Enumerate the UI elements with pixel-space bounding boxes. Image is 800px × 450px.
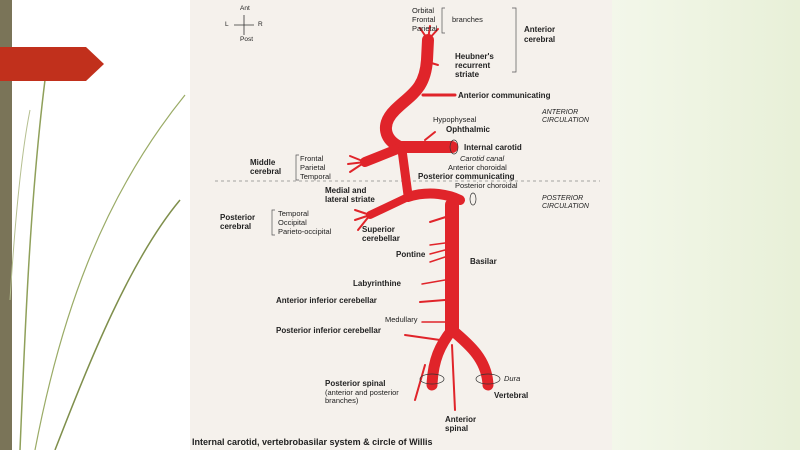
artery-diagram [215, 7, 600, 411]
compass-west: L [225, 21, 229, 28]
label-branches: branches [452, 15, 483, 24]
label-anterior-communicating: Anterior communicating [458, 91, 551, 100]
compass-north: Ant [240, 5, 250, 12]
label-orbital: Orbital [412, 6, 435, 15]
label-posterior-cerebral: Posterior cerebral [220, 213, 256, 231]
left-sidebar-bar [0, 0, 12, 450]
label-posterior-choroidal: Posterior choroidal [455, 181, 518, 190]
label-posterior-spinal: Posterior spinal [325, 379, 386, 388]
label-hypophyseal: Hypophyseal [433, 115, 477, 124]
label-parietal: Parietal [412, 24, 438, 33]
label-posterior-spinal-note: (anterior and posterior branches) [325, 388, 399, 405]
label-dura: Dura [504, 374, 521, 383]
label-mc-frontal: Frontal [300, 154, 324, 163]
label-pc-temporal: Temporal [278, 209, 309, 218]
label-posterior-communicating: Posterior communicating [418, 172, 515, 181]
decorative-curves [9, 79, 186, 450]
label-carotid-canal: Carotid canal [460, 154, 505, 163]
label-heubners: Heubner's recurrent striate [455, 52, 494, 79]
compass-south: Post [240, 36, 254, 43]
diagram-slide: Ant Post L R Orbital Frontal Parietal br… [190, 0, 612, 450]
right-green-panel [612, 0, 800, 450]
label-superior-cerebellar: Superior cerebellar [362, 225, 400, 243]
label-pontine: Pontine [396, 250, 426, 259]
label-vertebral: Vertebral [494, 391, 529, 400]
label-pica: Posterior inferior cerebellar [276, 326, 381, 335]
label-anterior-choroidal: Anterior choroidal [448, 163, 507, 172]
label-pc-occipital: Occipital [278, 218, 307, 227]
label-medullary: Medullary [385, 315, 418, 324]
compass-east: R [258, 21, 263, 28]
label-mc-parietal: Parietal [300, 163, 326, 172]
label-pc-parieto-occipital: Parieto-occipital [278, 227, 332, 236]
label-anterior-circulation: ANTERIOR CIRCULATION [542, 109, 589, 124]
label-aica: Anterior inferior cerebellar [276, 296, 377, 305]
label-anterior-spinal: Anterior spinal [445, 415, 477, 433]
label-internal-carotid: Internal carotid [464, 143, 522, 152]
label-anterior-cerebral: Anterior cerebral [524, 25, 556, 44]
figure-caption: Internal carotid, vertebrobasilar system… [192, 437, 433, 447]
label-ophthalmic: Ophthalmic [446, 125, 491, 134]
label-frontal: Frontal [412, 15, 436, 24]
label-basilar: Basilar [470, 257, 497, 266]
label-medial-lateral-striate: Medial and lateral striate [325, 186, 375, 204]
red-arrow-icon [0, 47, 104, 81]
label-labyrinthine: Labyrinthine [353, 279, 402, 288]
label-posterior-circulation: POSTERIOR CIRCULATION [542, 195, 589, 210]
label-middle-cerebral: Middle cerebral [250, 158, 282, 176]
label-mc-temporal: Temporal [300, 172, 331, 181]
